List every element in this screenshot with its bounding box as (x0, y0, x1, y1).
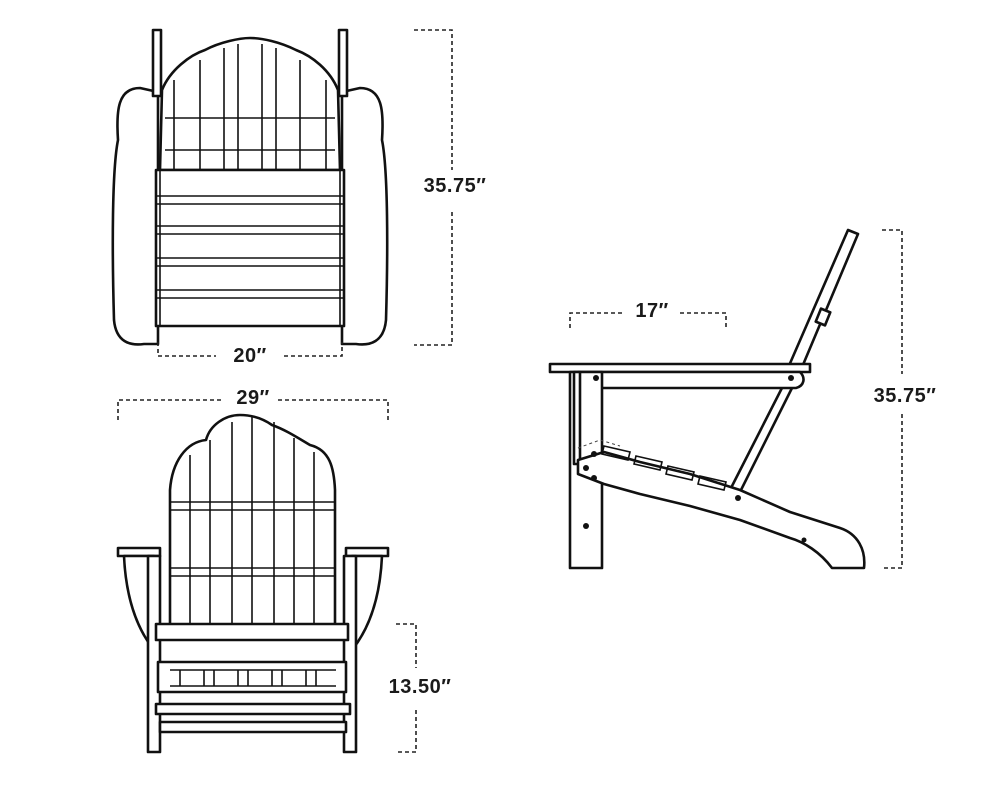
top-view-left-post (151, 28, 163, 98)
front-view-seat-front (154, 622, 350, 642)
front-view-left-leg (146, 554, 162, 754)
side-view: 17″ 35.75″ (548, 228, 937, 570)
top-view-right-post (337, 28, 349, 98)
top-view-right-arm (340, 86, 389, 346)
side-view-height-label: 35.75″ (874, 385, 937, 407)
top-view-left-arm (111, 86, 160, 346)
front-view-width-label: 29″ (236, 387, 269, 409)
top-view-height-label: 35.75″ (424, 175, 487, 197)
side-view-depth-label: 17″ (635, 300, 668, 322)
side-view-seat (576, 450, 866, 570)
top-view-back-slats (158, 36, 342, 172)
front-view-seat-height-label: 13.50″ (389, 676, 452, 698)
top-view: 35.75″ 20″ (111, 28, 487, 367)
front-view: 29″ 13.50″ (116, 387, 452, 754)
top-view-seat (154, 168, 346, 328)
side-view-backrest (786, 228, 860, 374)
top-view-width-label: 20″ (233, 345, 266, 367)
